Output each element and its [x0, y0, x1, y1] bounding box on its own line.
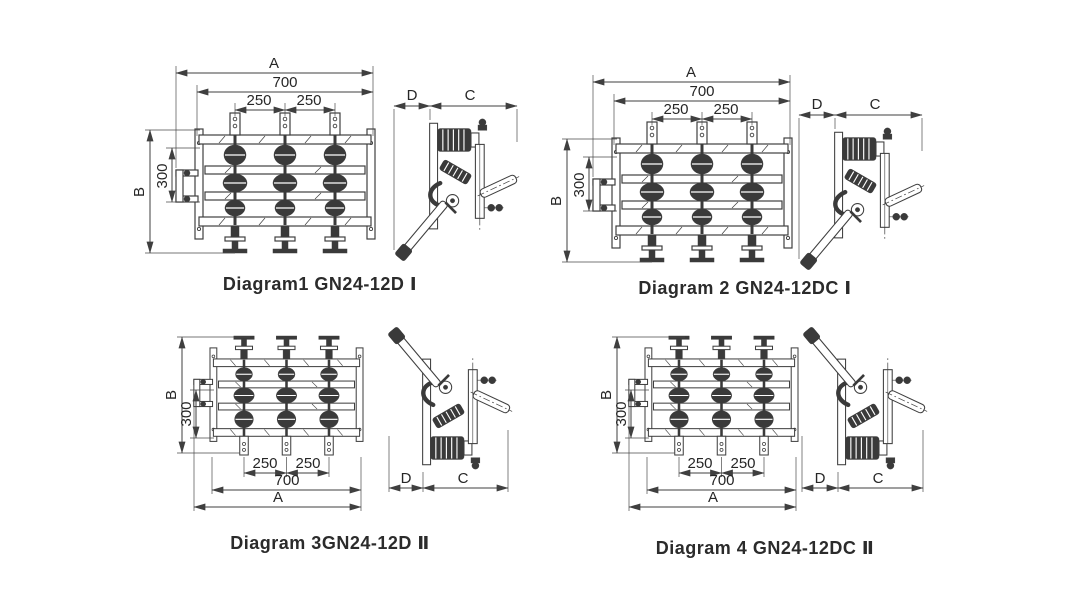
dim-label-pitch-a: 250	[252, 455, 277, 472]
dim-label-overall: 700	[689, 83, 714, 100]
dim-label-pitch-a: 250	[246, 92, 271, 109]
front-view-drawing	[176, 113, 375, 253]
dim-label-height: 300	[613, 401, 630, 426]
dim-label-D: D	[815, 470, 826, 487]
dimension-lines	[146, 69, 518, 254]
diagram-panel-2: 250 250 700 A B 300 D C Diagram 2 GN24-1…	[548, 64, 926, 298]
dim-label-C: C	[873, 470, 884, 487]
diagram-panel-3: 250 250 700 A B 300 D C Diagram 3GN24-12…	[163, 326, 514, 553]
dim-label-B: B	[598, 390, 615, 400]
dim-label-height: 300	[154, 163, 171, 188]
dim-label-pitch-b: 250	[713, 101, 738, 118]
dim-label-A: A	[686, 64, 696, 81]
dim-label-pitch-b: 250	[730, 455, 755, 472]
dim-label-A: A	[273, 489, 283, 506]
dim-label-A: A	[708, 489, 718, 506]
dim-label-overall: 700	[272, 74, 297, 91]
caption-diagram-4: Diagram 4 GN24-12DC Ⅱ	[656, 538, 874, 558]
dim-label-pitch-a: 250	[687, 455, 712, 472]
dim-label-D: D	[401, 470, 412, 487]
dim-label-overall: 700	[274, 472, 299, 489]
extension-lines	[145, 66, 518, 254]
front-view-drawing	[593, 122, 792, 262]
dim-label-D: D	[812, 96, 823, 113]
dim-label-overall: 700	[709, 472, 734, 489]
caption-diagram-2: Diagram 2 GN24-12DC Ⅰ	[638, 278, 851, 298]
dim-label-B: B	[163, 390, 180, 400]
diagram-panel-4: 250 250 700 A B 300 D C Diagram 4 GN24-1…	[598, 326, 929, 558]
diagram-panel-1: 250 250 700 A B 300 D C Diagram1 GN24-12…	[131, 55, 521, 294]
dim-label-A: A	[269, 55, 279, 72]
dim-label-D: D	[407, 87, 418, 104]
dim-label-height: 300	[571, 172, 588, 197]
dim-label-B: B	[131, 187, 148, 197]
dim-label-B: B	[548, 196, 565, 206]
dimension-lines	[563, 78, 923, 263]
side-view-drawing	[387, 326, 514, 469]
dim-label-pitch-b: 250	[296, 92, 321, 109]
dim-label-C: C	[465, 87, 476, 104]
side-view-drawing	[802, 326, 929, 469]
front-view-drawing	[629, 336, 798, 455]
caption-diagram-1: Diagram1 GN24-12D Ⅰ	[223, 274, 417, 294]
dim-label-pitch-b: 250	[295, 455, 320, 472]
dim-label-pitch-a: 250	[663, 101, 688, 118]
dim-label-C: C	[458, 470, 469, 487]
side-view-drawing	[394, 119, 521, 262]
caption-diagram-3: Diagram 3GN24-12D Ⅱ	[230, 533, 429, 553]
front-view-drawing	[194, 336, 363, 455]
dimension-lines	[178, 336, 509, 511]
side-view-drawing	[799, 128, 926, 271]
dimension-lines	[613, 336, 924, 511]
dim-label-height: 300	[178, 401, 195, 426]
dim-label-C: C	[870, 96, 881, 113]
